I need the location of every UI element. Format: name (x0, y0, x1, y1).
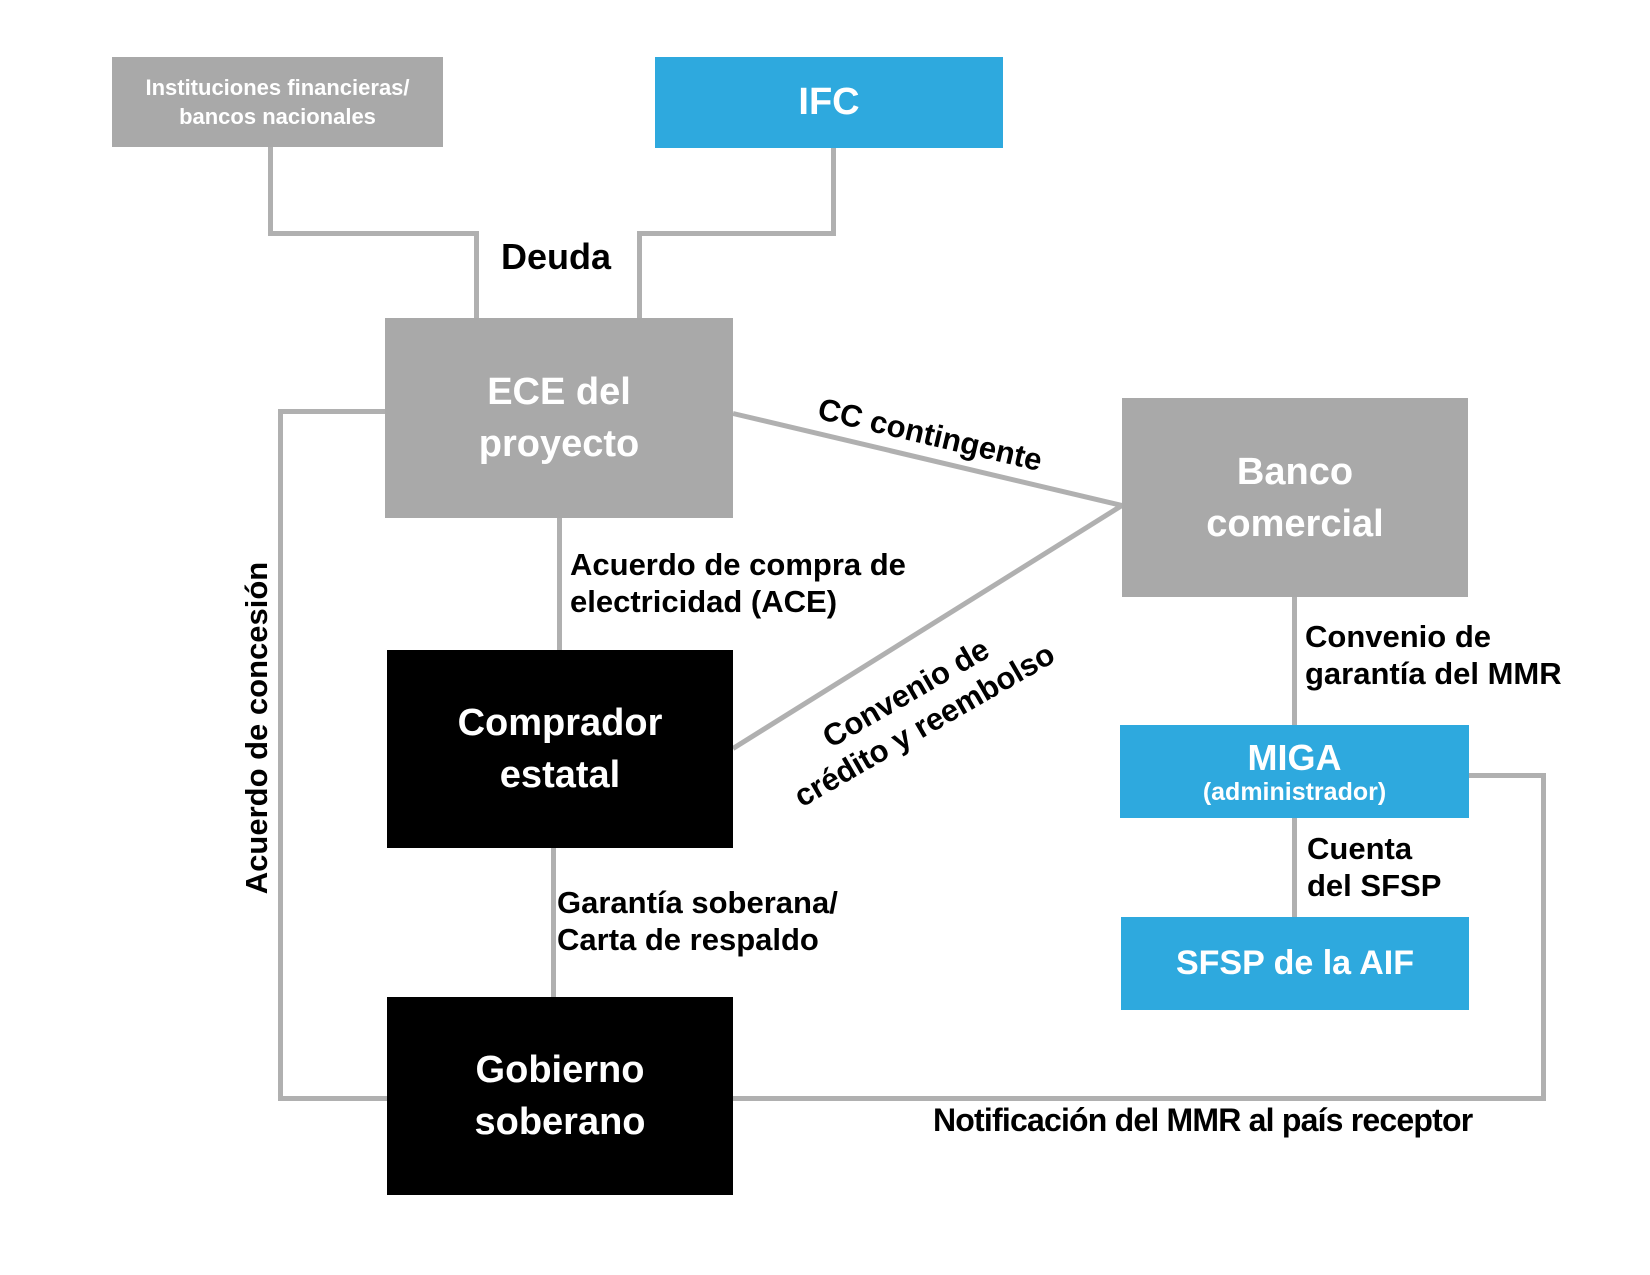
edge-label-cuenta-sfsp: Cuenta del SFSP (1307, 830, 1441, 904)
node-label: Banco (1236, 450, 1354, 493)
edge-label-line: Cuenta (1307, 831, 1413, 866)
edge-label-acuerdo-concesion: Acuerdo de concesión (239, 561, 274, 895)
node-label: IFC (798, 81, 860, 123)
edge-label-line: Carta de respaldo (557, 922, 819, 957)
node-label: bancos nacionales (179, 104, 376, 129)
node-label: soberano (474, 1101, 646, 1143)
connector-ifc-to-ece (637, 231, 642, 320)
edge-label-line: Garantía soberana/ (557, 885, 838, 920)
node-label: comercial (1206, 502, 1384, 545)
node-label: Gobierno (475, 1049, 645, 1091)
connector-ifc-down (831, 148, 836, 235)
connector-instituciones-elbow (268, 231, 479, 236)
node-label: MIGA (1247, 736, 1342, 778)
connector-concesion-vertical (278, 409, 283, 1100)
connector-ifc-elbow (637, 231, 836, 236)
connector-notificacion-right (1541, 775, 1546, 1100)
connector-garantia-soberana (551, 848, 556, 997)
edge-label-convenio-garantia: Convenio de garantía del MMR (1305, 618, 1562, 692)
node-comprador-estatal: Comprador estatal (387, 650, 733, 848)
node-label: proyecto (478, 423, 640, 465)
node-label: SFSP de la AIF (1175, 944, 1415, 982)
node-ifc: IFC (655, 57, 1003, 148)
connector-notificacion-bottom (278, 1096, 1546, 1101)
connector-concesion-top (278, 409, 385, 414)
edge-label-line: Acuerdo de compra de (570, 547, 906, 582)
connector-ace (557, 518, 562, 650)
connector-instituciones-down (268, 147, 273, 235)
edge-label-notificacion: Notificación del MMR al país receptor (933, 1102, 1473, 1138)
edge-label-ace: Acuerdo de compra de electricidad (ACE) (570, 546, 906, 620)
node-miga-administrador: MIGA (administrador) (1120, 725, 1469, 818)
node-sfsp-de-la-aif: SFSP de la AIF (1121, 917, 1469, 1010)
node-label: Comprador (457, 702, 663, 744)
node-gobierno-soberano: Gobierno soberano (387, 997, 733, 1195)
node-label: (administrador) (1202, 777, 1387, 806)
connector-notificacion-to-miga (1469, 773, 1546, 778)
node-label: estatal (499, 754, 621, 796)
edge-label-convenio-credito: Convenio de crédito y reembolso (754, 594, 1077, 823)
edge-label-line: Convenio de (1305, 619, 1492, 654)
edge-label-deuda: Deuda (501, 236, 612, 277)
node-instituciones-financieras: Instituciones financieras/ bancos nacion… (112, 57, 443, 147)
node-label: ECE del (487, 371, 631, 413)
node-ece-del-proyecto: ECE del proyecto (385, 318, 733, 518)
connector-convenio-garantia (1292, 597, 1297, 725)
edge-label-line: garantía del MMR (1305, 656, 1562, 691)
node-banco-comercial: Banco comercial (1122, 398, 1468, 597)
edge-label-garantia-soberana: Garantía soberana/ Carta de respaldo (557, 884, 838, 958)
connector-instituciones-to-ece (474, 231, 479, 320)
edge-label-line: electricidad (ACE) (570, 584, 838, 619)
edge-label-line: del SFSP (1307, 868, 1442, 903)
node-label: Instituciones financieras/ (145, 75, 410, 100)
connector-cuenta-sfsp (1292, 818, 1297, 917)
